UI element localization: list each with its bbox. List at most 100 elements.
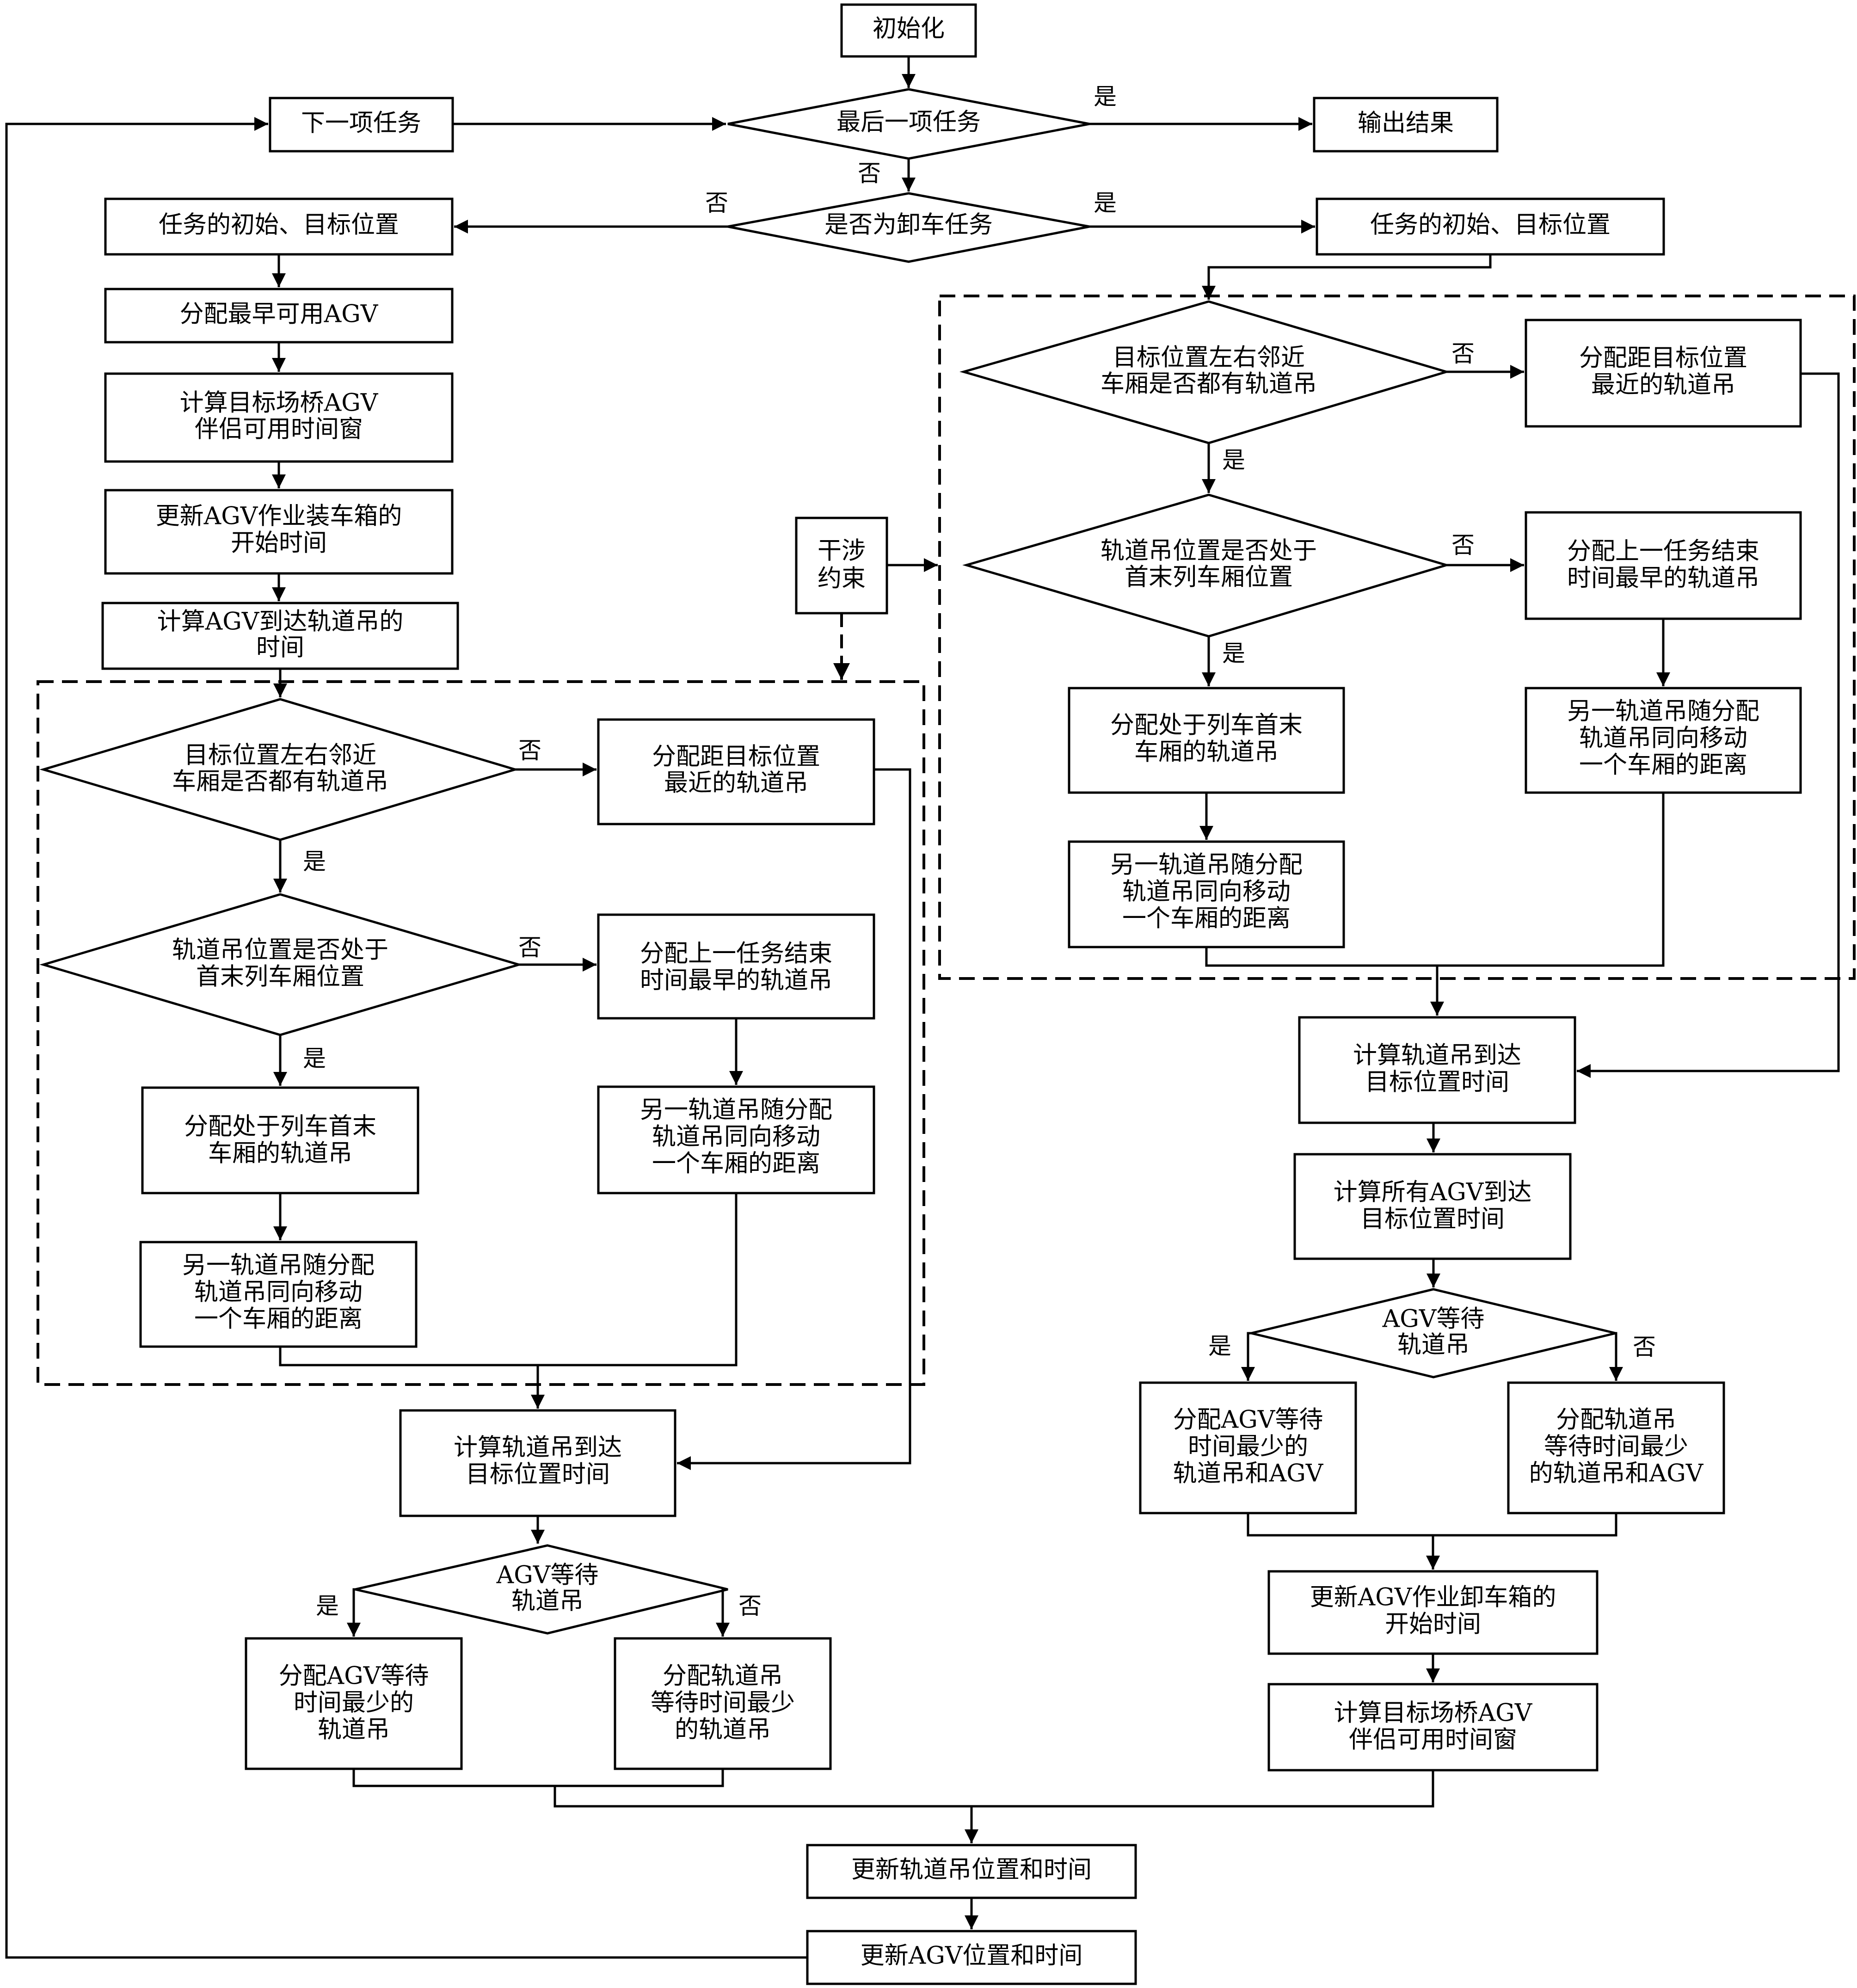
follow-left-a-l3: 一个车厢的距离: [194, 1305, 363, 1333]
q-adjacent-left-l2: 车厢是否都有轨道吊: [172, 768, 388, 796]
assign-crane-min-wait-right-l1: 分配轨道吊: [1556, 1406, 1676, 1434]
assign-agv-min-wait-right-l1: 分配AGV等待: [1173, 1406, 1323, 1434]
assign-earliest-right-box: [1525, 511, 1802, 620]
interference-l1: 干涉: [818, 537, 866, 565]
right-dashed-group: [938, 295, 1856, 980]
decision-labels: 是 否 否 是 否 是 否 是 是 否 否 是 否 是 是 否: [303, 83, 1656, 1619]
assign-nearest-right-l2: 最近的轨道吊: [1591, 371, 1735, 399]
assign-agv-min-wait-right-l3: 轨道吊和AGV: [1173, 1460, 1324, 1488]
calc-agv-arrive-box: [101, 602, 459, 670]
interference-l2: 约束: [818, 565, 866, 593]
assign-nearest-left-l2: 最近的轨道吊: [664, 769, 808, 797]
arrow-l-wait-yes: [347, 1588, 361, 1637]
label-no: 否: [1451, 532, 1475, 559]
follow-left-a-box: [139, 1241, 418, 1348]
update-crane-text: 更新轨道吊位置和时间: [851, 1856, 1092, 1884]
assign-nearest-left-box: [597, 718, 875, 825]
assign-agv-min-wait-right-l2: 时间最少的: [1188, 1433, 1308, 1461]
init-text: 初始化: [873, 15, 945, 43]
label-no: 否: [705, 190, 728, 216]
calc-crane-arrive-left-l1: 计算轨道吊到达: [454, 1434, 622, 1462]
connectors: [5, 56, 1840, 1959]
assign-earliest-right-l2: 时间最早的轨道吊: [1567, 565, 1759, 592]
task-pos-left-text: 任务的初始、目标位置: [159, 211, 399, 239]
assign-crane-min-wait-right-box: [1507, 1381, 1725, 1514]
follow-left-b-l2: 轨道吊同向移动: [652, 1123, 820, 1151]
follow-right-b-l1: 另一轨道吊随分配: [1567, 698, 1759, 726]
line-l-merge: [279, 1193, 738, 1366]
assign-crane-min-wait-right-l2: 等待时间最少: [1544, 1433, 1688, 1461]
calc-agv-arrive-l2: 时间: [256, 634, 304, 662]
follow-right-a-l3: 一个车厢的距离: [1122, 905, 1291, 933]
update-unload-l1: 更新AGV作业卸车箱的: [1310, 1584, 1556, 1612]
calc-window-right-l1: 计算目标场桥AGV: [1334, 1699, 1533, 1727]
assign-agv-box: [104, 288, 454, 344]
follow-right-a-l1: 另一轨道吊随分配: [1110, 851, 1303, 879]
assign-earliest-left-l2: 时间最早的轨道吊: [640, 967, 832, 995]
calc-all-agv-l1: 计算所有AGV到达: [1334, 1179, 1532, 1206]
arrow-l-nearest-bypass: [677, 768, 911, 1470]
assign-crane-min-wait-left-l2: 等待时间最少: [651, 1689, 795, 1717]
label-yes: 是: [303, 848, 326, 875]
init-box: [840, 3, 977, 58]
label-yes: 是: [303, 1045, 326, 1072]
assign-end-left-l2: 车厢的轨道吊: [208, 1140, 352, 1168]
agv-wait-left-diamond: [355, 1544, 728, 1635]
next-task-box: [269, 97, 454, 153]
q-end-pos-right-l2: 首末列车厢位置: [1125, 564, 1293, 591]
calc-crane-arrive-right-l1: 计算轨道吊到达: [1353, 1042, 1521, 1070]
assign-agv-min-wait-left-l3: 轨道吊: [318, 1716, 390, 1744]
calc-crane-arrive-left-box: [399, 1409, 676, 1517]
assign-crane-min-wait-left-l1: 分配轨道吊: [663, 1662, 783, 1690]
assign-end-right-l1: 分配处于列车首末: [1110, 712, 1303, 739]
label-no: 否: [518, 737, 541, 764]
agv-wait-right-l2: 轨道吊: [1397, 1331, 1470, 1359]
assign-crane-min-wait-left-box: [614, 1637, 832, 1770]
assign-earliest-left-l1: 分配上一任务结束: [640, 940, 832, 968]
arrow-r1: [1202, 254, 1492, 300]
label-yes: 是: [316, 1593, 339, 1619]
assign-earliest-left-box: [597, 913, 875, 1020]
assign-nearest-left-l1: 分配距目标位置: [652, 743, 820, 771]
update-agv-text: 更新AGV位置和时间: [861, 1942, 1083, 1970]
calc-crane-arrive-right-l2: 目标位置时间: [1365, 1069, 1509, 1096]
label-no: 否: [518, 934, 541, 961]
q-end-pos-left-l1: 轨道吊位置是否处于: [172, 936, 388, 964]
follow-left-b-l1: 另一轨道吊随分配: [640, 1096, 832, 1124]
assign-nearest-right-l1: 分配距目标位置: [1579, 345, 1747, 372]
assign-nearest-right-box: [1525, 319, 1802, 428]
arrow-loop-back: [5, 117, 807, 1959]
calc-window-left-l1: 计算目标场桥AGV: [180, 389, 379, 417]
update-unload-l2: 开始时间: [1385, 1611, 1481, 1638]
assign-end-right-l2: 车厢的轨道吊: [1134, 739, 1279, 766]
label-no: 否: [738, 1593, 762, 1619]
agv-wait-left-l2: 轨道吊: [511, 1588, 584, 1615]
assign-crane-min-wait-right-l3: 的轨道吊和AGV: [1529, 1460, 1704, 1488]
calc-all-agv-box: [1293, 1153, 1572, 1260]
assign-agv-min-wait-left-l1: 分配AGV等待: [279, 1662, 429, 1690]
assign-agv-min-wait-left-box: [245, 1637, 463, 1770]
arrow-l-wait-no: [716, 1588, 730, 1637]
update-load-l2: 开始时间: [231, 529, 327, 557]
q-adjacent-right-l1: 目标位置左右邻近: [1113, 344, 1305, 372]
follow-left-a-l2: 轨道吊同向移动: [194, 1279, 363, 1306]
q-adjacent-left-l1: 目标位置左右邻近: [184, 742, 376, 769]
update-load-l1: 更新AGV作业装车箱的: [156, 503, 402, 530]
output-text: 输出结果: [1358, 110, 1454, 137]
output-box: [1313, 97, 1499, 153]
assign-end-left-l1: 分配处于列车首末: [184, 1113, 376, 1141]
agv-wait-right-diamond: [1251, 1288, 1616, 1379]
q-end-pos-left-l2: 首末列车厢位置: [196, 963, 364, 991]
assign-agv-text: 分配最早可用AGV: [180, 301, 379, 328]
line-r-merge: [1205, 793, 1665, 967]
agv-wait-left-l1: AGV等待: [496, 1562, 599, 1589]
follow-left-a-l1: 另一轨道吊随分配: [182, 1252, 375, 1280]
assign-end-left-box: [141, 1086, 419, 1194]
calc-window-right-box: [1267, 1683, 1599, 1772]
label-yes: 是: [1222, 640, 1245, 667]
assign-agv-min-wait-left-l2: 时间最少的: [294, 1689, 414, 1717]
task-pos-right-text: 任务的初始、目标位置: [1370, 211, 1611, 239]
label-yes: 是: [1094, 83, 1117, 110]
calc-agv-arrive-l1: 计算AGV到达轨道吊的: [157, 608, 404, 636]
calc-window-left-l2: 伴侣可用时间窗: [195, 416, 363, 443]
